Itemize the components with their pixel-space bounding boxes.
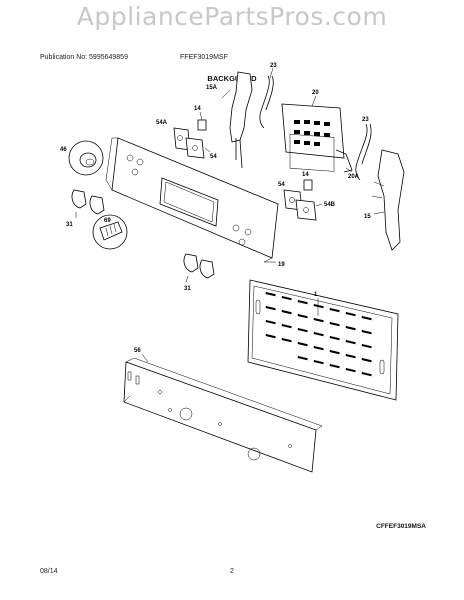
part-54-54B-switches-lower: [283, 179, 323, 221]
part-20A-overlay: [335, 149, 353, 173]
part-19-backguard-panel: [105, 137, 279, 263]
label-56: 56: [134, 348, 141, 354]
label-15: 15: [364, 214, 371, 220]
page-number: 2: [230, 568, 234, 575]
figure-code: CFFEF3019MSA: [376, 523, 426, 530]
label-54-lower: 54: [278, 182, 285, 188]
label-23-right: 23: [362, 117, 369, 123]
model-number: FFEF3019MSF: [180, 54, 228, 61]
label-15A: 15A: [206, 85, 218, 91]
label-54B: 54B: [324, 202, 336, 208]
part-56-lower-panel: [123, 353, 323, 473]
label-14-upper: 14: [194, 106, 201, 112]
part-15-right-bracket: [371, 149, 405, 251]
part-23-clip-right: [355, 123, 372, 181]
part-46-knob-callout: [68, 140, 104, 176]
label-54-upper: 54: [210, 154, 217, 160]
label-14-lower: 14: [302, 172, 309, 178]
label-20: 20: [312, 90, 319, 96]
label-46: 46: [60, 147, 67, 153]
section-title: BACKGUARD: [207, 74, 257, 83]
part-1-rear-cover: [247, 279, 399, 401]
part-69-bushing-callout: [92, 214, 128, 250]
part-20-control-board: [281, 95, 345, 172]
part-15A-left-bracket: [221, 71, 253, 169]
footer-date: 08/14: [40, 568, 58, 575]
part-31-knobs-left: [71, 189, 105, 218]
part-14-switch-upper: [197, 111, 207, 131]
part-54A-54-switches-upper: [173, 127, 211, 159]
label-69: 69: [104, 218, 111, 224]
part-23-clip-top: [259, 67, 274, 129]
label-54A: 54A: [156, 120, 168, 126]
label-31-lower: 31: [184, 286, 191, 292]
publication-number: Publication No: 5995649859: [40, 54, 128, 61]
label-19: 19: [278, 262, 285, 268]
label-20A: 20A: [348, 174, 360, 180]
label-1: 1: [314, 292, 318, 298]
watermark: AppliancePartsPros.com: [76, 2, 388, 31]
label-31-left: 31: [66, 222, 73, 228]
label-23-top: 23: [270, 63, 277, 69]
part-31-knobs-lower: [183, 253, 215, 283]
